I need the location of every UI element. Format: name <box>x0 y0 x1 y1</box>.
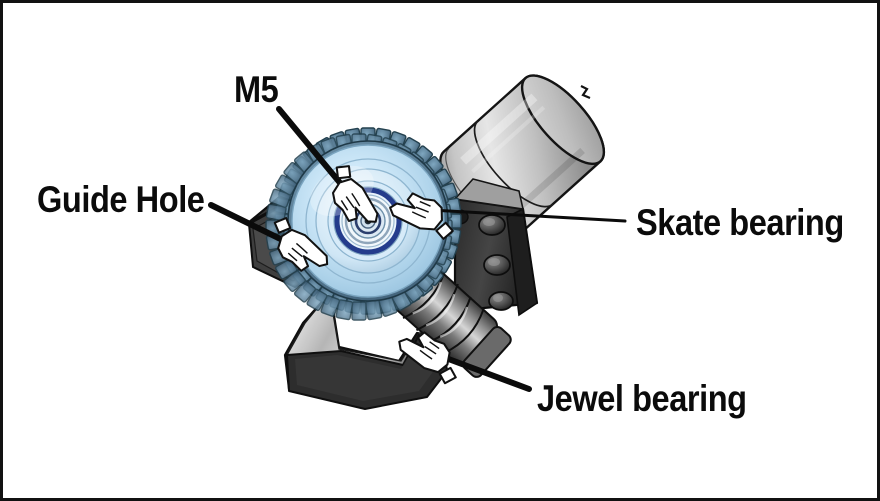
callout-label-jewel-bearing: Jewel bearing <box>537 378 747 419</box>
callout-label-m5: M5 <box>234 69 279 110</box>
pointing-hand-cursor-guide-hole <box>273 217 329 272</box>
pointing-hand-cursor-skate-bearing <box>389 192 454 240</box>
illustration-stage: M5 Guide Hole Skate bearing Jewel bearin… <box>3 3 877 498</box>
leader-line-skate-bearing <box>411 207 627 223</box>
callout-label-skate-bearing: Skate bearing <box>636 202 844 243</box>
assembly-illustration <box>208 74 627 410</box>
pointing-hand-cursor-m5 <box>331 165 379 223</box>
motor-mounting-flange <box>449 178 539 317</box>
callout-label-guide-hole: Guide Hole <box>37 179 205 220</box>
pointing-hand-cursor-jewel-bearing <box>398 331 457 385</box>
pointer-cursors <box>273 165 457 385</box>
